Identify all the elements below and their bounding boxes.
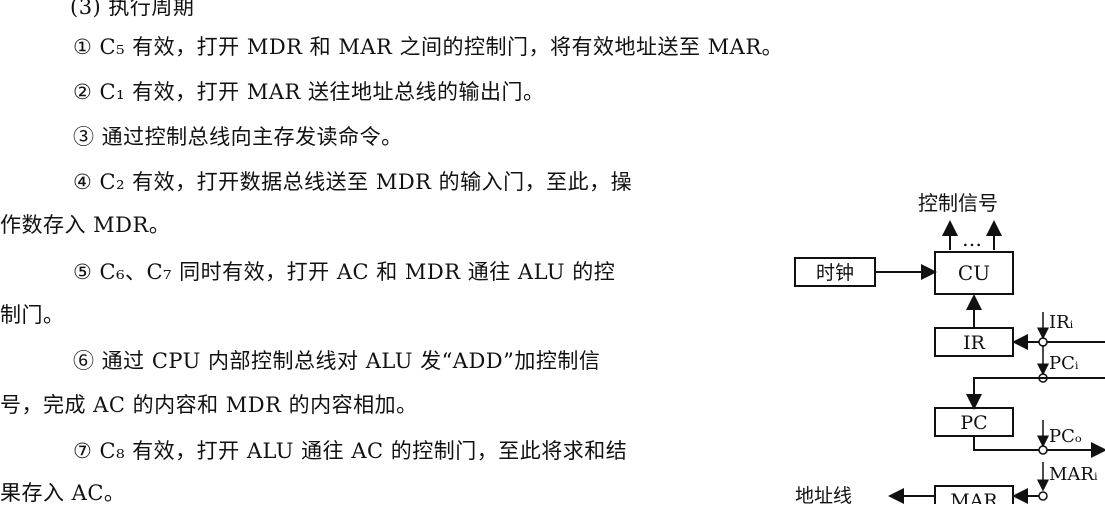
step-3: ③ 通过控制总线向主存发读命令。 — [73, 125, 403, 149]
pc-in-label: PCᵢ — [1049, 353, 1079, 374]
control-signal-label: 控制信号 — [918, 191, 998, 215]
mar-label: MAR — [950, 490, 998, 504]
heading: (3) 执行周期 — [70, 0, 195, 19]
step-6-line-2: 号，完成 AC 的内容和 MDR 的内容相加。 — [0, 393, 418, 417]
mar-in-label: MARᵢ — [1049, 464, 1098, 485]
step-7-line-1: ⑦ C₈ 有效，打开 ALU 通往 AC 的控制门，至此将求和结 — [73, 439, 628, 463]
pc-out-label: PCₒ — [1049, 426, 1082, 447]
cpu-diagram: 控制信号 … 时钟 CU IR IRᵢ PCᵢ PC PCₒ MARᵢ MAR … — [794, 191, 1105, 504]
step-5-line-2: 制门。 — [0, 303, 65, 327]
step-1: ① C₅ 有效，打开 MDR 和 MAR 之间的控制门，将有效地址送至 MAR。 — [73, 35, 784, 59]
address-line-label: 地址线 — [795, 485, 852, 504]
ir-in-label: IRᵢ — [1049, 312, 1074, 333]
step-7-line-2: 果存入 AC。 — [0, 481, 126, 505]
ir-label: IR — [963, 332, 986, 354]
step-2: ② C₁ 有效，打开 MAR 送往地址总线的输出门。 — [73, 80, 545, 104]
step-4-line-1: ④ C₂ 有效，打开数据总线送至 MDR 的输入门，至此，操 — [73, 170, 633, 194]
cu-label: CU — [958, 261, 990, 285]
control-dots: … — [962, 227, 982, 251]
step-4-line-2: 作数存入 MDR。 — [0, 213, 171, 237]
clock-label: 时钟 — [816, 262, 854, 284]
pc-label: PC — [960, 412, 987, 434]
step-5-line-1: ⑤ C₆、C₇ 同时有效，打开 AC 和 MDR 通往 ALU 的控 — [73, 260, 616, 284]
step-6-line-1: ⑥ 通过 CPU 内部控制总线对 ALU 发“ADD”加控制信 — [73, 349, 601, 373]
